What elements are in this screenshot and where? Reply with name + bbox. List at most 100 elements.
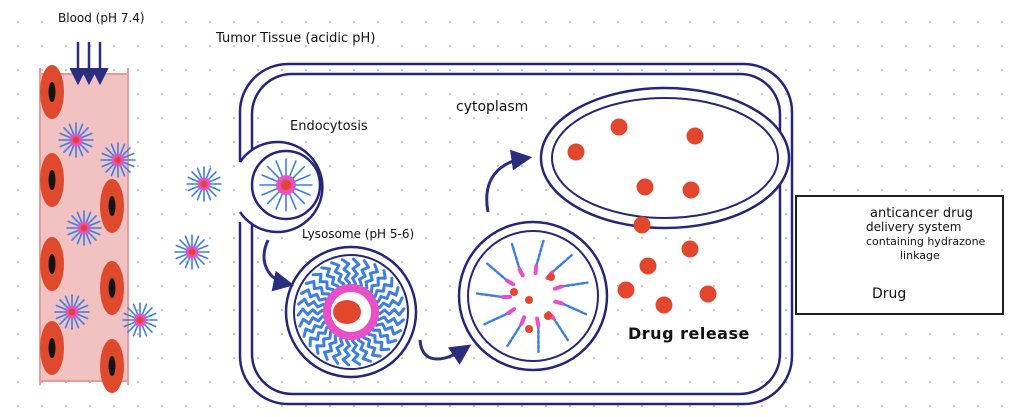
drug-dot-icon xyxy=(639,257,657,275)
nanocarrier-icon xyxy=(58,122,94,158)
lysosome-polymer-arm xyxy=(297,297,329,310)
carrier-arm xyxy=(175,253,187,260)
carrier-arm xyxy=(105,147,115,157)
drug-dot-icon xyxy=(617,281,635,299)
lysosome-polymer-arm xyxy=(372,296,404,310)
carrier-arm xyxy=(71,231,81,241)
drug-dot-icon xyxy=(633,216,651,234)
carrier-arm xyxy=(184,235,191,247)
carrier-arm xyxy=(184,257,191,269)
carrier-arm xyxy=(73,295,80,307)
polymer-fragment xyxy=(510,242,521,271)
red-blood-cell-center xyxy=(48,338,56,358)
arrow-to-cytoplasm xyxy=(485,149,533,213)
carrier-arm xyxy=(275,193,284,210)
polymer-fragment xyxy=(534,239,545,268)
carrier-arm xyxy=(294,174,311,183)
nanocarrier-icon xyxy=(174,234,210,270)
carrier-arm xyxy=(55,304,67,311)
carrier-arm xyxy=(63,143,73,153)
carrier-arm xyxy=(193,257,200,269)
carrier-arm xyxy=(127,307,137,317)
cleaved-linker xyxy=(552,284,564,291)
carrier-arm xyxy=(132,303,139,315)
carrier-arm xyxy=(179,255,189,265)
carrier-arm xyxy=(64,295,71,307)
carrier-arm xyxy=(77,123,84,135)
carrier-arm xyxy=(68,145,75,157)
carrier-arm xyxy=(77,313,89,320)
label-blood: Blood (pH 7.4) xyxy=(58,11,145,25)
red-blood-cell-center xyxy=(48,82,56,102)
carrier-arm xyxy=(123,161,135,168)
carrier-arm xyxy=(77,145,84,157)
carrier-arm xyxy=(77,304,89,311)
lysosome-polymer-arm xyxy=(302,320,332,338)
label-tumor-tissue: Tumor Tissue (acidic pH) xyxy=(216,31,376,46)
drug-dot-icon xyxy=(682,181,700,199)
carrier-arm xyxy=(67,220,79,227)
carrier-drug-core xyxy=(114,156,122,164)
drug-dot-icon xyxy=(699,285,717,303)
nanocarrier-icon xyxy=(66,210,102,246)
lysosome-drug-core xyxy=(333,300,361,324)
carrier-arm xyxy=(294,187,311,196)
carrier-arm xyxy=(81,132,93,139)
cytoplasm-oval-inner xyxy=(551,97,779,219)
legend-item1-line1: anticancer drug xyxy=(870,206,973,221)
lysosome-polymer-arm xyxy=(320,266,340,294)
carrier-arm xyxy=(55,313,67,320)
nanocarrier-icon xyxy=(186,166,222,202)
legend-item1-line2: delivery system xyxy=(866,220,962,234)
carrier-drug-core xyxy=(72,136,80,144)
lysosome-contents xyxy=(296,257,406,367)
cleaved-linker xyxy=(533,264,539,276)
released-drug xyxy=(547,273,555,281)
lysosome-polymer-arm xyxy=(368,276,394,299)
released-drug xyxy=(544,312,552,320)
red-blood-cell xyxy=(40,321,64,375)
drug-dot-icon xyxy=(567,143,585,161)
lysosome-polymer-arm xyxy=(304,279,333,301)
red-blood-cell xyxy=(40,153,64,207)
lysosome-polymer-arm xyxy=(315,329,338,355)
drug-dot-icon xyxy=(681,240,699,258)
carrier-arm xyxy=(143,307,153,317)
released-drug xyxy=(525,325,533,333)
carrier-arm xyxy=(121,147,131,157)
lysosome-polymer-arm xyxy=(308,325,334,348)
carrier-drug-core xyxy=(200,180,208,188)
nanocarrier-icon xyxy=(54,294,90,330)
arrow-to-release-vesicle xyxy=(418,339,472,365)
tumor-cell-outer-membrane xyxy=(238,62,794,406)
lysosome-polymer-arm xyxy=(311,272,336,297)
label-endocytosis: Endocytosis xyxy=(290,119,368,134)
carrier-arm xyxy=(196,189,203,201)
carrier-arm xyxy=(123,312,135,319)
polymer-fragment xyxy=(483,311,510,326)
red-blood-cell xyxy=(40,65,64,119)
polymer-fragment xyxy=(475,292,505,299)
carrier-arm xyxy=(123,152,135,159)
red-blood-cell-center xyxy=(108,356,116,376)
drug-dot-icon xyxy=(610,118,628,136)
carrier-arm xyxy=(197,244,209,251)
label-cytoplasm: cytoplasm xyxy=(456,99,529,115)
lysosome-polymer-arm xyxy=(350,334,362,366)
carrier-arm xyxy=(191,171,201,181)
carrier-arm xyxy=(89,229,101,236)
lysosome-polymer-arm xyxy=(299,288,330,306)
carrier-arm xyxy=(288,193,297,210)
carrier-arm xyxy=(110,143,117,155)
lysosome-polymer-arm xyxy=(369,323,398,345)
carrier-arm xyxy=(195,239,205,249)
carrier-arm xyxy=(175,244,187,251)
nanocarrier-icon xyxy=(259,158,313,212)
carrier-arm xyxy=(85,211,92,223)
polymer-fragment xyxy=(506,322,523,348)
carrier-arm xyxy=(67,229,79,236)
nanocarrier-icon xyxy=(122,302,158,338)
carrier-arm xyxy=(75,315,85,325)
red-blood-cell-center xyxy=(108,278,116,298)
carrier-arm xyxy=(101,161,113,168)
